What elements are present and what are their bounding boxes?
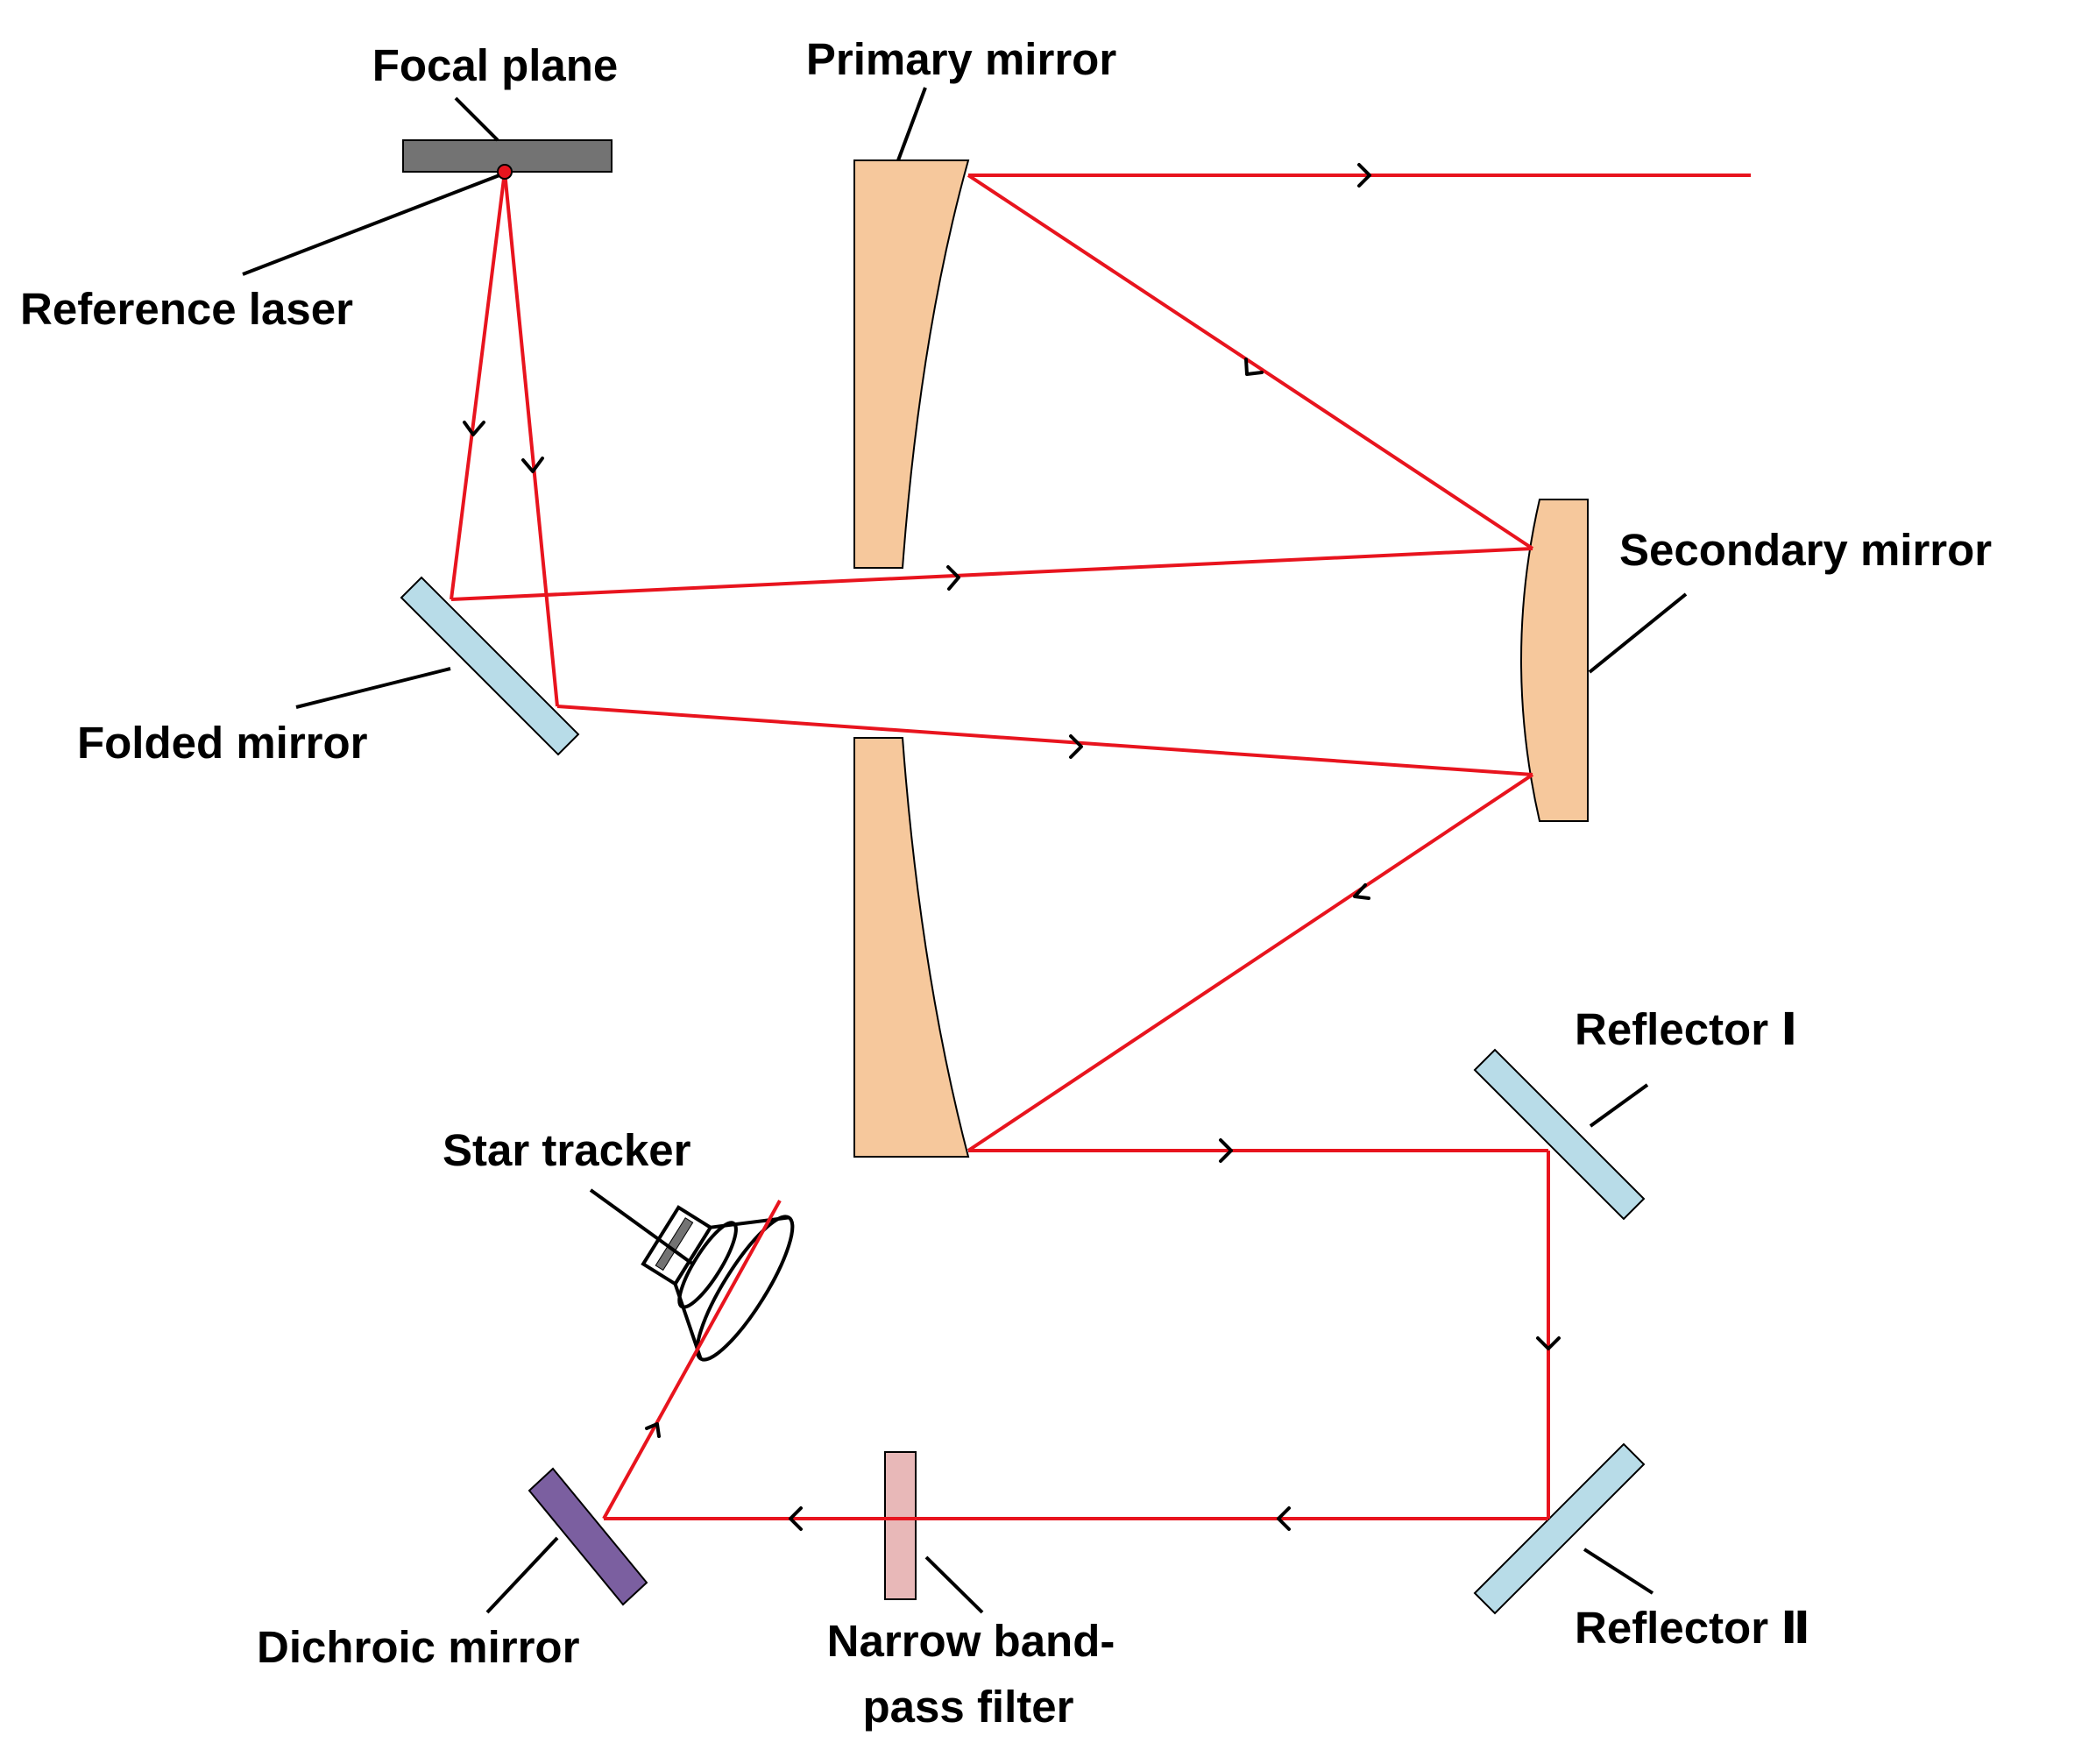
arrow-toward-primary — [1244, 358, 1264, 376]
arrow-folded-to-secondary-2 — [1069, 734, 1083, 759]
arrow-reflector-down — [1536, 1336, 1561, 1350]
ray-direction-arrows — [463, 163, 1561, 1531]
ray-focal-to-folded-1 — [450, 171, 506, 600]
leader-reflector-1 — [1589, 1083, 1649, 1128]
filter-label-line-1: Narrow band- — [827, 1616, 1115, 1666]
dichroic-mirror-label: Dichroic mirror — [257, 1622, 580, 1672]
folded-mirror — [400, 576, 580, 756]
reflector-2-label: Reflector Ⅱ — [1575, 1603, 1810, 1653]
reflector-1 — [1473, 1048, 1646, 1221]
arrow-secondary-to-primary — [1353, 883, 1370, 900]
ray-primary-to-secondary — [967, 174, 1534, 550]
arrow-focal-down-2 — [521, 457, 544, 473]
arrow-filter-left — [789, 1506, 803, 1531]
leader-folded-mirror — [295, 667, 451, 709]
leader-primary-mirror — [896, 87, 927, 161]
dichroic-mirror — [528, 1467, 648, 1606]
arrow-primary-to-reflector-1 — [1219, 1138, 1233, 1163]
secondary-mirror-label: Secondary mirror — [1619, 525, 1992, 575]
folded-mirror-label: Folded mirror — [77, 718, 368, 768]
leader-focal-plane — [454, 96, 499, 142]
leader-reference-laser — [242, 174, 500, 276]
arrow-focal-down-1 — [463, 421, 485, 436]
star-tracker-label: Star tracker — [443, 1125, 691, 1175]
leader-secondary-mirror — [1588, 592, 1688, 674]
arrow-reflector-2-left — [1277, 1506, 1291, 1531]
leader-dichroic-mirror — [485, 1536, 559, 1614]
arrow-out-to-sky — [1357, 163, 1371, 188]
ray-dichroic-to-star-tracker — [602, 1200, 782, 1520]
ray-folded-to-secondary — [450, 547, 1533, 601]
leader-reflector-2 — [1583, 1548, 1654, 1595]
laser-ray-paths — [450, 171, 1751, 1520]
star-tracker — [641, 1205, 795, 1362]
focal-plane-label: Focal plane — [372, 40, 619, 90]
label-leader-lines — [242, 87, 1688, 1614]
filter-label-line-2: pass filter — [863, 1682, 1074, 1732]
arrow-to-star-tracker — [645, 1422, 661, 1438]
leader-star-tracker — [589, 1188, 694, 1265]
reference-laser-point — [497, 164, 513, 180]
narrow-band-pass-filter — [884, 1451, 917, 1600]
leader-filter — [924, 1555, 984, 1614]
ray-focal-to-folded-2 — [503, 171, 559, 707]
arrow-folded-to-secondary-1 — [946, 565, 960, 591]
ray-folded-to-secondary-2 — [556, 705, 1533, 776]
reference-laser-label: Reference laser — [20, 284, 353, 334]
primary-mirror-label: Primary mirror — [806, 34, 1116, 84]
reflector-2 — [1473, 1442, 1646, 1615]
reflector-1-label: Reflector Ⅰ — [1575, 1004, 1797, 1054]
ray-secondary-to-primary-lower — [967, 773, 1534, 1152]
primary-mirror-upper — [853, 159, 970, 569]
primary-mirror-lower — [853, 737, 970, 1158]
